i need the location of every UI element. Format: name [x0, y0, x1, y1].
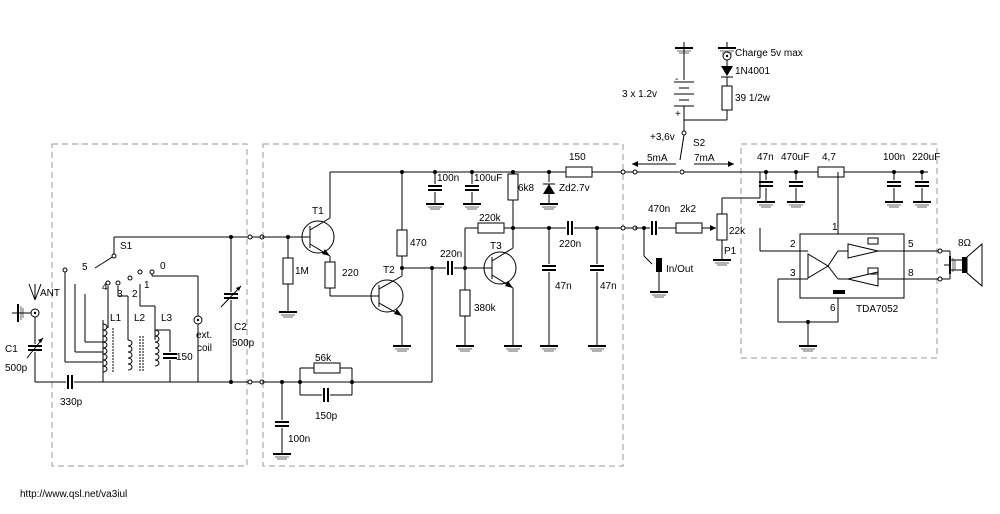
label-ic: TDA7052: [856, 304, 899, 315]
label-t1: T1: [312, 206, 324, 217]
label-r470: 470: [410, 238, 427, 249]
label-c220n-a: 220n: [440, 249, 462, 260]
label-ext: ext.: [196, 330, 212, 341]
label-speaker: 8Ω: [958, 238, 972, 249]
label-r1m: 1M: [295, 266, 309, 277]
label-pos2: 2: [132, 289, 138, 300]
label-c47n-b: 47n: [600, 281, 617, 292]
label-p1-value: 22k: [729, 226, 746, 237]
label-r47: 4,7: [822, 152, 836, 163]
amplifier-section: [262, 172, 644, 460]
label-s1: S1: [120, 241, 133, 252]
supply-rail: [330, 41, 760, 210]
label-pos4: 4: [102, 282, 108, 293]
label-battery: 3 x 1.2v: [622, 89, 657, 100]
volume-section: [635, 172, 761, 298]
label-t2: T2: [383, 265, 395, 276]
label-ant: ANT: [40, 288, 60, 299]
label-c330p: 330p: [60, 397, 83, 408]
label-c470n: 470n: [648, 204, 670, 215]
label-c470uf: 470uF: [781, 152, 809, 163]
label-l3: L3: [161, 313, 173, 324]
label-c1: C1: [5, 344, 18, 355]
label-c1-value: 500p: [5, 363, 28, 374]
label-c100n-top: 100n: [437, 173, 459, 184]
label-l2: L2: [134, 313, 146, 324]
label-current-5ma: 5mA: [647, 153, 668, 164]
label-pos5: 5: [82, 262, 88, 273]
label-diode: 1N4001: [735, 66, 770, 77]
label-r220a: 220: [342, 268, 359, 279]
label-url: http://www.qsl.net/va3iul: [20, 489, 127, 500]
label-inout: In/Out: [666, 264, 693, 275]
audio-amp-section: [756, 166, 983, 352]
label-pin5: 5: [908, 239, 914, 250]
label-zener: Zd2.7v: [559, 183, 590, 194]
label-pin2: 2: [790, 239, 796, 250]
label-current-7ma: 7mA: [694, 153, 715, 164]
label-pos1: 1: [144, 280, 150, 291]
label-supply-voltage: +3,6v: [650, 132, 675, 143]
label-pos3: 3: [117, 289, 123, 300]
label-c2: C2: [234, 322, 247, 333]
antenna-section: [11, 234, 265, 390]
label-c100n-amp: 100n: [883, 152, 905, 163]
label-r220k: 220k: [479, 213, 502, 224]
label-pin3: 3: [790, 268, 796, 279]
label-t3: T3: [490, 241, 502, 252]
label-pin1: 1: [832, 222, 838, 233]
label-coil: coil: [197, 343, 212, 354]
label-c2-value: 500p: [232, 338, 255, 349]
label-l1: L1: [110, 313, 122, 324]
label-c220n-b: 220n: [559, 239, 581, 250]
label-c220uf: 220uF: [912, 152, 940, 163]
label-c47n-amp: 47n: [757, 152, 774, 163]
label-c47n-a: 47n: [555, 281, 572, 292]
label-pin6: 6: [830, 303, 836, 314]
label-r2k2: 2k2: [680, 204, 697, 215]
label-r150: 150: [569, 152, 586, 163]
label-charge: Charge 5v max: [735, 48, 803, 59]
label-p1: P1: [724, 246, 737, 257]
label-r6k8: 6k8: [518, 183, 535, 194]
label-c150p: 150p: [315, 411, 338, 422]
label-r56k: 56k: [315, 353, 332, 364]
component-labels: ANT C1 500p 330p S1 5 4 3 2 1 0 L1 L2 L3…: [5, 48, 972, 500]
label-c100n-bottom: 100n: [288, 434, 310, 445]
label-c150: 150: [176, 352, 193, 363]
label-battery-plus: +: [675, 109, 681, 120]
label-pin8: 8: [908, 268, 914, 279]
label-c100uf: 100uF: [474, 173, 502, 184]
label-pos0: 0: [160, 261, 166, 272]
label-s2: S2: [693, 138, 706, 149]
label-battery-minus: -: [675, 74, 678, 85]
label-r380k: 380k: [474, 303, 497, 314]
label-r39: 39 1/2w: [735, 93, 771, 104]
